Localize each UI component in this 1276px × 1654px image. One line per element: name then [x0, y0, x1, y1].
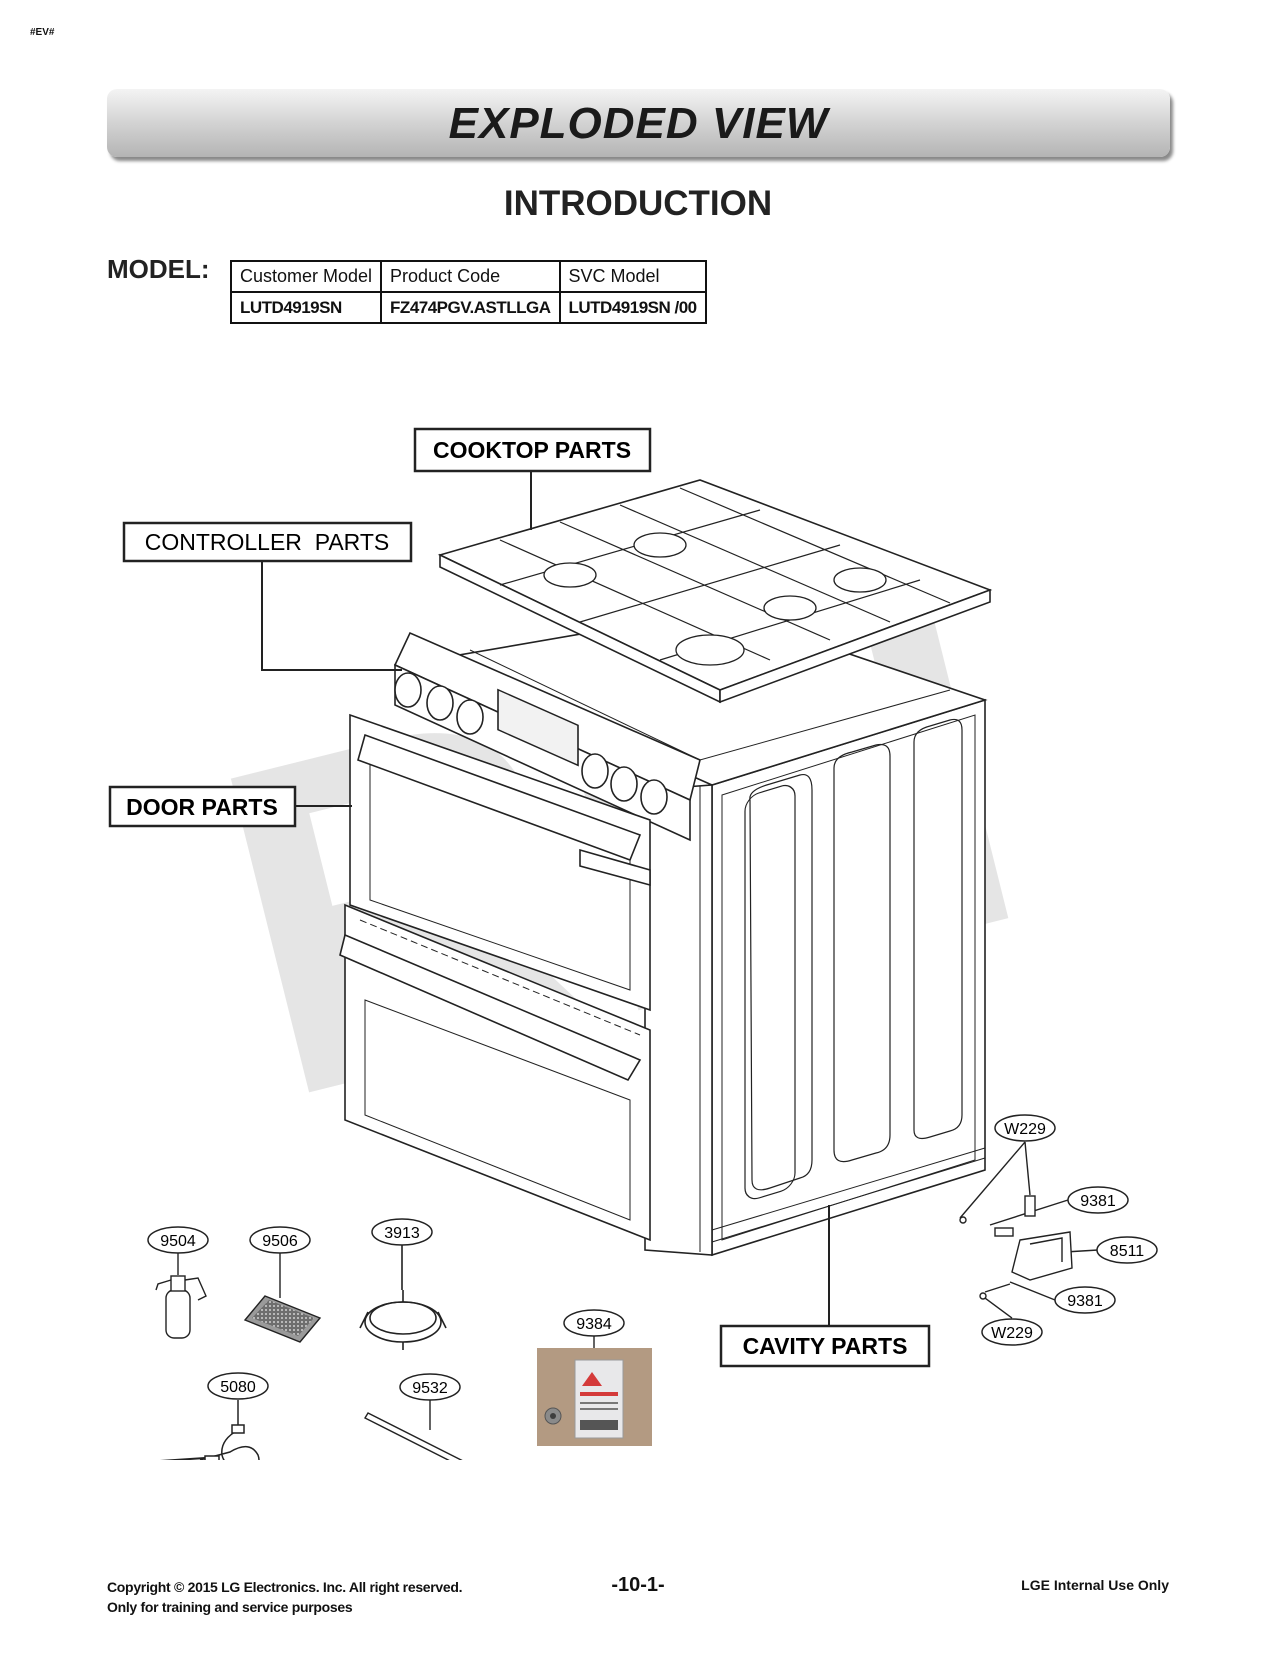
- callout-9504: 9504: [147, 1226, 209, 1254]
- section-subtitle: INTRODUCTION: [503, 184, 773, 223]
- leader-lines: [261, 471, 830, 1326]
- model-table-value-row: LUTD4919SN FZ474PGV.ASTLLGA LUTD4919SN /…: [229, 291, 707, 324]
- callout-w229-bottom-text: W229: [991, 1325, 1033, 1342]
- temperature-sensor-wire: [159, 1400, 260, 1460]
- upper-oven-door: [349, 713, 651, 1012]
- footer-purpose: Only for training and service purposes: [107, 1599, 353, 1615]
- model-label: MODEL:: [107, 254, 210, 284]
- callout-8511-text: 8511: [1110, 1243, 1145, 1260]
- callout-w229-bottom: W229: [981, 1318, 1043, 1346]
- lower-oven-door: [339, 903, 651, 1242]
- model-value-svc: LUTD4919SN /00: [558, 291, 707, 324]
- title-banner: EXPLODED VIEW: [107, 89, 1170, 157]
- controller-parts-label: CONTROLLER PARTS: [122, 521, 413, 563]
- callout-9384: 9384: [563, 1309, 625, 1337]
- footer-internal-use: LGE Internal Use Only: [1021, 1577, 1169, 1593]
- cavity-parts-text: CAVITY PARTS: [743, 1333, 908, 1359]
- door-parts-label: DOOR PARTS: [108, 785, 297, 828]
- callout-3913-text: 3913: [384, 1225, 420, 1242]
- controller-parts-text: CONTROLLER PARTS: [145, 529, 390, 555]
- parts-bag-photo: [537, 1336, 652, 1446]
- model-table-header-row: Customer Model Product Code SVC Model: [229, 260, 707, 293]
- cavity-parts-label: CAVITY PARTS: [719, 1324, 931, 1368]
- model-table: Customer Model Product Code SVC Model LU…: [229, 260, 707, 324]
- model-value-customer: LUTD4919SN: [229, 291, 383, 324]
- callout-w229-top: W229: [994, 1114, 1056, 1142]
- page-title: EXPLODED VIEW: [448, 99, 829, 148]
- model-header-svc: SVC Model: [558, 260, 707, 293]
- callout-9384-text: 9384: [576, 1316, 612, 1333]
- callout-9504-text: 9504: [160, 1233, 196, 1250]
- callout-8511: 8511: [1096, 1236, 1158, 1264]
- callout-5080: 5080: [207, 1372, 269, 1400]
- callout-9381-top: 9381: [1067, 1186, 1129, 1214]
- callout-5080-text: 5080: [220, 1379, 256, 1396]
- callout-9381-bottom: 9381: [1054, 1286, 1116, 1314]
- callout-3913: 3913: [371, 1218, 433, 1246]
- support-rod: [364, 1400, 463, 1460]
- cooktop-grates: [437, 479, 993, 704]
- page-tag: #EV#: [30, 27, 55, 38]
- callout-w229-top-text: W229: [1004, 1121, 1046, 1138]
- cooktop-parts-text: COOKTOP PARTS: [433, 437, 631, 463]
- page-number: -10-1-: [611, 1574, 665, 1596]
- burners: [543, 532, 887, 666]
- controller-panel: [393, 631, 701, 842]
- model-header-product-code: Product Code: [380, 260, 561, 293]
- callout-9532: 9532: [399, 1373, 461, 1401]
- wok-ring: [359, 1245, 447, 1350]
- footer-copyright: Copyright © 2015 LG Electronics. Inc. Al…: [107, 1579, 463, 1595]
- control-knobs: [394, 672, 668, 815]
- leveling-leg-assembly: [959, 1141, 1099, 1319]
- exploded-view-diagram: RPI: [108, 427, 1158, 1460]
- footer-copyright-block: Copyright © 2015 LG Electronics. Inc. Al…: [107, 1577, 463, 1617]
- callout-9532-text: 9532: [412, 1380, 448, 1397]
- callout-9381-bottom-text: 9381: [1067, 1293, 1103, 1310]
- door-parts-text: DOOR PARTS: [126, 794, 278, 820]
- model-value-product-code: FZ474PGV.ASTLLGA: [380, 291, 561, 324]
- model-header-customer: Customer Model: [229, 260, 383, 293]
- cooktop-parts-label: COOKTOP PARTS: [413, 427, 652, 473]
- callout-9381-top-text: 9381: [1080, 1193, 1116, 1210]
- scrub-pad: [243, 1253, 322, 1343]
- callout-9506-text: 9506: [262, 1233, 298, 1250]
- callout-9506: 9506: [249, 1226, 311, 1254]
- spray-bottle: [155, 1253, 207, 1339]
